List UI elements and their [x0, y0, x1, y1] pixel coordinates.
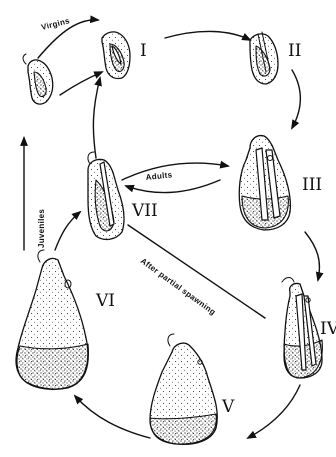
- specimen-virgin: [23, 54, 53, 104]
- arrow-iii-to-iv: [305, 232, 319, 280]
- specimen-stage-iii: [239, 136, 290, 230]
- stage-label-v: V: [221, 397, 235, 417]
- stage-label-iii: III: [302, 175, 322, 195]
- arrow-adults: [122, 163, 228, 180]
- specimen-stage-i: [102, 32, 130, 79]
- stage-label-ii: II: [288, 41, 301, 61]
- specimen-stage-v: [150, 334, 217, 444]
- arrow-adults-return: [126, 180, 220, 193]
- label-adults: Adults: [145, 170, 173, 182]
- label-juveniles: Juveniles: [37, 209, 46, 248]
- arrow-i-to-ii: [165, 31, 250, 40]
- arrow-vii-to-i: [93, 78, 100, 158]
- arrow-ii-to-iii: [292, 70, 300, 128]
- specimen-stage-iv: [282, 278, 322, 379]
- stage-label-vi: VI: [95, 291, 115, 311]
- arrow-virgin-to-i: [60, 72, 102, 95]
- stage-label-vii: VII: [131, 201, 158, 221]
- arrow-iv-to-v: [248, 385, 300, 438]
- specimen-stage-vi: [16, 250, 88, 390]
- stage-label-i: I: [140, 41, 147, 61]
- specimen-stage-vii: [88, 152, 124, 239]
- arrow-v-to-vi: [75, 396, 150, 438]
- stage-label-iv: IV: [320, 319, 336, 339]
- specimen-stage-ii: [250, 32, 278, 84]
- arrow-vi-to-vii: [55, 212, 80, 250]
- label-after-partial-spawning: After partial spawning: [139, 256, 218, 317]
